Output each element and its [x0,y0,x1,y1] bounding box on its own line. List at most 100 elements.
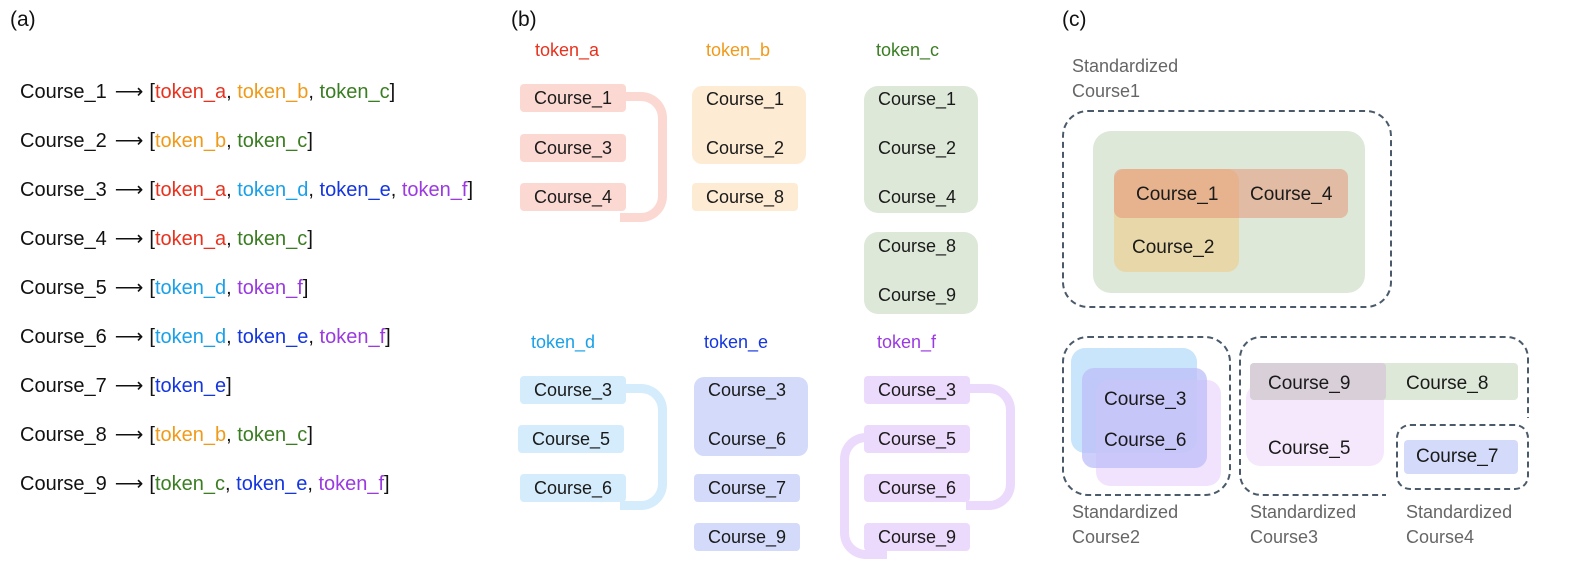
std-course1-course-2: Course_2 [1132,237,1215,258]
close-bracket: ] [226,375,232,397]
std-course1-course-4: Course_4 [1250,184,1333,205]
separator: , [226,326,238,348]
mapping-course-label: Course_8 [20,424,107,446]
mapping-row-6: Course_6⟶[token_d, token_e, token_f] [20,324,391,350]
open-bracket: [ [149,473,155,495]
mapping-token-token-e: token_e [237,326,309,348]
mapping-token-token-c: token_c [237,228,308,250]
std-course3-overlap-region [1250,363,1386,400]
token-d-course-6: Course_6 [520,474,627,502]
token-c-course-2: Course_2 [878,138,957,158]
token-b-group [692,86,806,164]
separator: , [225,473,237,495]
open-bracket: [ [149,326,155,348]
mapping-token-token-d: token_d [154,277,227,299]
separator: , [226,277,238,299]
mapping-row-2: Course_2⟶[token_b, token_c] [20,128,313,154]
mapping-token-token-b: token_b [154,130,227,152]
token-a-heading: token_a [535,40,600,60]
mapping-token-token-f: token_f [401,179,468,201]
token-e-heading: token_e [704,332,769,352]
mapping-token-token-a: token_a [154,228,227,250]
token-f-heading: token_f [877,332,937,352]
token-f-connector-left [840,433,887,559]
token-b-course-8: Course_8 [692,183,799,211]
close-bracket: ] [307,130,313,152]
std-course2-box [1062,336,1231,496]
token-a-course-4: Course_4 [520,183,627,211]
separator: , [308,179,320,201]
open-bracket: [ [149,130,155,152]
std-course1-token-a-region [1114,169,1348,218]
open-bracket: [ [149,228,155,250]
std-course3-caption: Standardized Course3 [1250,502,1357,547]
std-course3-course-5: Course_5 [1268,438,1351,459]
token-a-course-1: Course_1 [520,84,627,112]
panel-label-a: (a) [10,8,36,31]
mapping-token-token-c: token_c [237,130,308,152]
mapping-course-label: Course_5 [20,277,107,299]
token-f-connector-right [966,384,1015,510]
token-d-course-5: Course_5 [518,425,625,453]
token-a-connector [620,92,667,222]
token-d-connector [620,384,667,510]
std-course2-caption: Standardized Course2 [1072,502,1179,547]
token-f-course-6: Course_6 [864,474,971,502]
close-bracket: ] [302,277,309,299]
token-f-course-3: Course_3 [864,376,971,404]
token-f-course-9: Course_9 [864,523,971,551]
mapping-row-4: Course_4⟶[token_a, token_c] [20,226,313,252]
mapping-row-8: Course_8⟶[token_b, token_c] [20,422,313,448]
separator: , [307,473,319,495]
mapping-course-label: Course_3 [20,179,107,201]
token-c-course-9: Course_9 [878,285,957,305]
mapping-token-token-f: token_f [318,473,385,495]
std-course2-course-3: Course_3 [1104,389,1187,410]
mapping-token-token-c: token_c [319,81,390,103]
mapping-token-token-a: token_a [154,179,227,201]
close-bracket: ] [307,424,313,446]
mapping-row-7: Course_7⟶[token_e] [20,373,232,399]
open-bracket: [ [149,81,155,103]
mapping-arrow: ⟶ [114,277,144,299]
mapping-token-token-e: token_e [319,179,391,201]
mapping-course-label: Course_4 [20,228,107,250]
mapping-row-1: Course_1⟶[token_a, token_b, token_c] [20,79,395,105]
token-a-course-3: Course_3 [520,134,627,162]
mapping-course-label: Course_9 [20,473,107,495]
std-course1-box [1062,110,1392,308]
token-c-group-1 [864,86,978,213]
close-bracket: ] [385,326,391,348]
std-course3-box [1239,336,1529,496]
mapping-course-label: Course_7 [20,375,107,397]
token-e-course-3: Course_3 [708,380,787,400]
mapping-token-token-a: token_a [154,81,227,103]
token-e-course-6: Course_6 [708,429,787,449]
mapping-row-5: Course_5⟶[token_d, token_f] [20,275,308,301]
std-course4-course-7: Course_7 [1416,446,1499,467]
separator: , [226,424,238,446]
token-d-course-3: Course_3 [520,376,627,404]
std-course4-token-e-region [1404,440,1518,474]
mapping-token-token-f: token_f [237,277,303,299]
mapping-token-token-e: token_e [236,473,308,495]
mapping-token-token-c: token_c [237,424,308,446]
token-c-heading: token_c [876,40,940,60]
mapping-token-token-d: token_d [237,179,309,201]
mapping-arrow: ⟶ [114,424,144,446]
token-f-course-5: Course_5 [864,425,971,453]
mapping-token-token-f: token_f [319,326,386,348]
std-course4-caption: Standardized Course4 [1406,502,1513,547]
std-course3-course-8: Course_8 [1406,373,1489,394]
close-bracket: ] [384,473,390,495]
open-bracket: [ [149,375,155,397]
close-bracket: ] [307,228,313,250]
std-course2-course-6: Course_6 [1104,430,1187,451]
token-d-heading: token_d [531,332,596,352]
open-bracket: [ [149,424,155,446]
mapping-token-token-b: token_b [237,81,309,103]
mapping-token-token-c: token_c [154,473,226,495]
mapping-arrow: ⟶ [114,228,144,250]
panel-label-b: (b) [511,8,537,31]
separator: , [308,326,320,348]
